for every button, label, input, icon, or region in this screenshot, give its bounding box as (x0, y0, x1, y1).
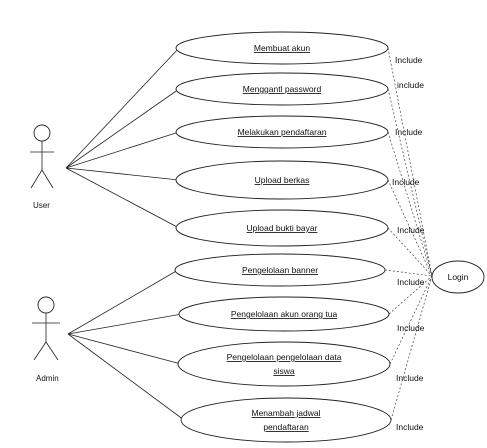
use-case-label-line-2: siswa (273, 366, 295, 376)
use-case-upload-bukti-bayar: Upload bukti bayar (175, 209, 389, 247)
include-label: Include (397, 277, 425, 287)
use-case-mengganti-password: Menggantl password (175, 72, 389, 106)
include-label: Include (397, 225, 425, 235)
include-label: Include (392, 177, 420, 187)
include-label: Include (396, 422, 424, 432)
user-actor-head (33, 124, 51, 142)
include-dependency-line (387, 47, 433, 277)
association-line (65, 88, 180, 169)
use-case-ellipse (175, 209, 389, 247)
include-dependency-line (387, 131, 433, 277)
use-case-pengelolaan-data-siswa: Pengelolaan pengelolaan data siswa (177, 341, 391, 387)
use-case-ellipse (174, 253, 386, 287)
use-case-ellipse (178, 296, 390, 332)
user-actor-left-leg (30, 169, 43, 189)
admin-actor-head (37, 296, 55, 314)
user-actor-right-leg (41, 169, 54, 189)
use-case-label: Upload berkas (255, 175, 310, 185)
login-label: Login (448, 272, 469, 282)
include-dependency-line (390, 275, 433, 421)
use-case-ellipse (175, 31, 389, 65)
include-label: Include (395, 127, 423, 137)
use-case-menambah-jadwal-pendaftaran: Menambah jadwal pendaftaran (180, 397, 392, 443)
use-case-ellipse (175, 160, 389, 200)
association-line (65, 47, 180, 169)
use-case-melakukan-pendaftaran: Melakukan pendaftaran (175, 115, 389, 149)
association-line (65, 167, 180, 229)
use-case-ellipse (180, 397, 392, 443)
include-dependency-line (384, 269, 433, 277)
include-dependency-line (387, 88, 433, 277)
use-case-ellipse (175, 115, 389, 149)
association-line (67, 313, 183, 335)
include-label: Include (397, 323, 425, 333)
use-case-label: Melakukan pendaftaran (238, 127, 327, 137)
include-dependency-line (388, 275, 433, 315)
login-ellipse (431, 260, 485, 294)
use-case-label-line-1: Pengelolaan pengelolaan data (227, 352, 342, 362)
include-dependency-line (387, 227, 433, 277)
association-line (67, 333, 185, 421)
include-label: Include (395, 55, 423, 65)
use-case-label: Membuat akun (254, 43, 310, 53)
admin-actor-left-leg (33, 341, 47, 361)
include-dependency-line (389, 275, 433, 365)
include-dependency-lines (384, 47, 433, 421)
use-case-pengelolaan-akun-orang-tua: Pengelolaan akun orang tua (178, 296, 390, 332)
include-dependency-line (387, 179, 433, 277)
use-case-label: Upload bukti bayar (247, 223, 318, 233)
use-case-label: Pengelolaan banner (242, 265, 318, 275)
actor-user: User (30, 124, 54, 210)
use-case-label: Menggantl password (243, 84, 322, 94)
use-case-upload-berkas: Upload berkas (175, 160, 389, 200)
admin-actor-right-leg (45, 341, 59, 361)
use-case-label: Pengelolaan akun orang tua (231, 309, 338, 319)
use-case-label-line-2: pendaftaran (263, 422, 309, 432)
include-label: include (397, 80, 424, 90)
user-actor-label: User (33, 201, 50, 210)
use-case-ellipse (177, 341, 391, 387)
use-case-login: Login (431, 260, 485, 294)
actor-admin: Admin (32, 296, 60, 383)
association-lines (65, 47, 185, 421)
use-case-pengelolaan-banner: Pengelolaan banner (174, 253, 386, 287)
use-case-ellipse (175, 72, 389, 106)
use-case-label-line-1: Menambah jadwal (252, 408, 321, 418)
include-label: Include (396, 373, 424, 383)
association-line (65, 167, 180, 181)
use-case-membuat-akun: Membuat akun (175, 31, 389, 65)
association-line (67, 333, 182, 365)
admin-actor-label: Admin (36, 374, 59, 383)
association-line (67, 269, 179, 335)
association-line (65, 131, 180, 169)
